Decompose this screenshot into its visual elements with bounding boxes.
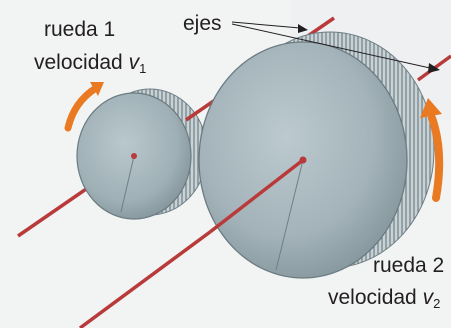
wheel-1 (77, 89, 207, 219)
wheel-1-velocity-symbol: v (129, 51, 140, 74)
wheel-2-velocity-symbol: v (423, 286, 434, 309)
wheel-1-label: rueda 1 (44, 18, 115, 42)
wheel-2-velocity-label: velocidad v2 (328, 286, 440, 316)
wheel-1-hub (131, 153, 137, 159)
wheel-1-velocity-label: velocidad v1 (34, 51, 146, 81)
axes-label: ejes (183, 12, 222, 36)
wheel-2-velocity-word: velocidad (328, 286, 417, 309)
wheel-1-velocity-subscript: 1 (139, 61, 146, 76)
wheel-2-label: rueda 2 (373, 254, 444, 278)
wheel-1-velocity-word: velocidad (34, 51, 123, 74)
wheel-2-velocity-subscript: 2 (433, 296, 440, 311)
